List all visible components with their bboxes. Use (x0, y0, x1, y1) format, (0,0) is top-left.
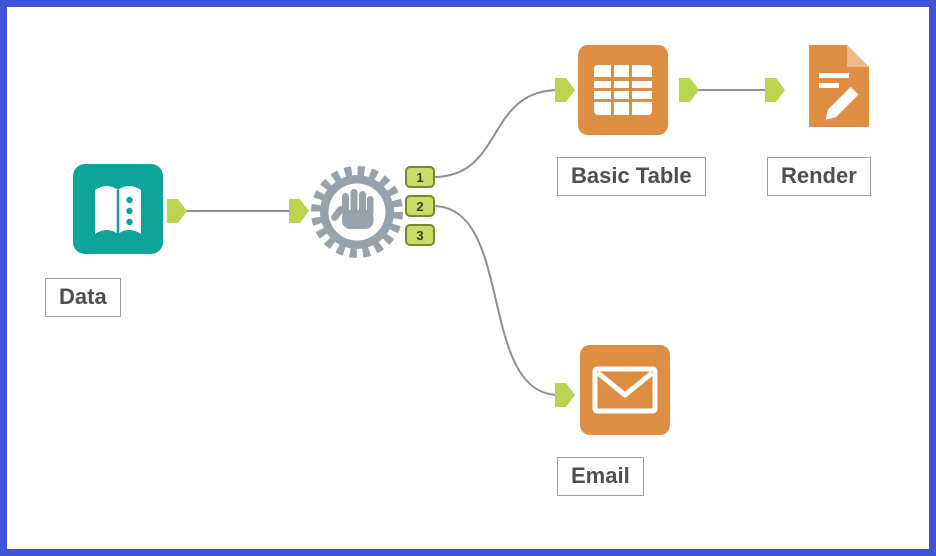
basic-table-output-anchor[interactable] (679, 78, 699, 102)
workflow-canvas[interactable]: Data 1 2 3 (7, 7, 929, 549)
tool-label-email[interactable]: Email (557, 457, 644, 496)
wire-port2-to-email[interactable] (432, 205, 560, 396)
block-output-port-2[interactable]: 2 (405, 195, 435, 217)
gear-hand-icon (311, 166, 403, 258)
tool-label-data[interactable]: Data (45, 278, 121, 317)
email-input-anchor[interactable] (555, 383, 575, 407)
pencil-icon (825, 86, 859, 120)
tool-block-until-done[interactable] (307, 162, 407, 262)
open-book-icon (95, 186, 141, 234)
tool-basic-table[interactable] (578, 45, 668, 135)
block-output-port-1[interactable]: 1 (405, 166, 435, 188)
block-output-port-3[interactable]: 3 (405, 224, 435, 246)
tool-data[interactable] (73, 164, 163, 254)
hand-icon (331, 189, 374, 229)
tool-label-render[interactable]: Render (767, 157, 871, 196)
envelope-icon (592, 366, 658, 414)
data-output-anchor[interactable] (167, 199, 187, 223)
table-icon (594, 65, 652, 115)
render-input-anchor[interactable] (765, 78, 785, 102)
tool-render[interactable] (793, 39, 883, 131)
tool-label-basic-table[interactable]: Basic Table (557, 157, 706, 196)
tool-email[interactable] (580, 345, 670, 435)
connection-wires (183, 89, 769, 396)
wire-port1-to-basic-table[interactable] (432, 89, 560, 178)
block-input-anchor[interactable] (289, 199, 309, 223)
basic-table-input-anchor[interactable] (555, 78, 575, 102)
document-pencil-icon (809, 45, 869, 127)
